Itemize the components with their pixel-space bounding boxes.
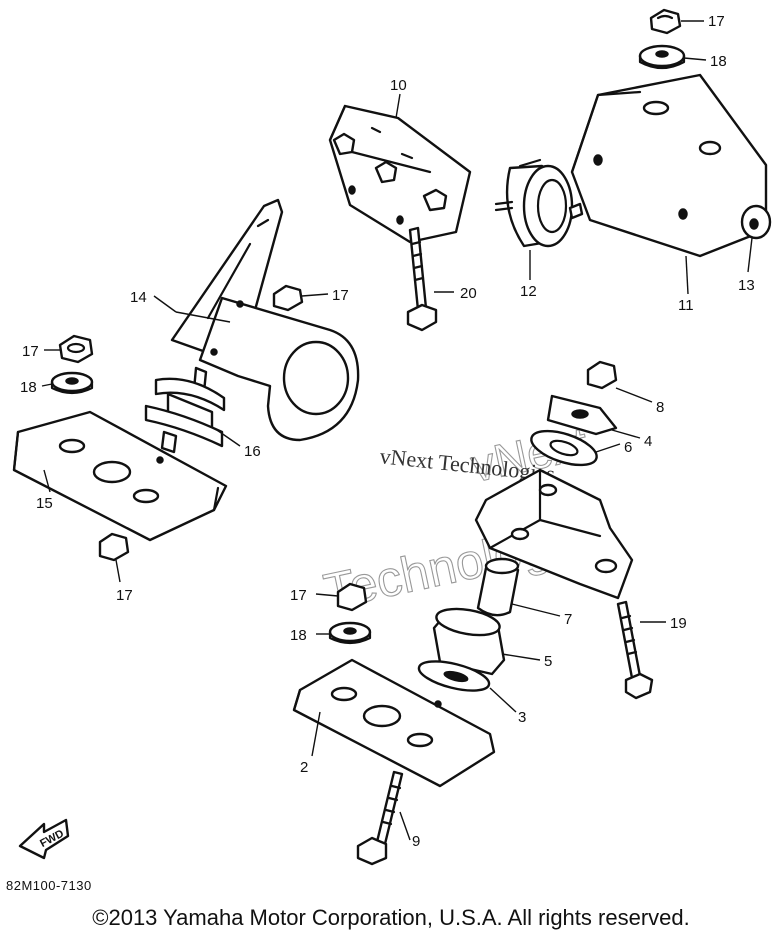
engine-bracket xyxy=(474,468,634,600)
motor-12 xyxy=(494,158,584,248)
bolt-9 xyxy=(356,770,404,866)
callouts: 17 18 10 12 11 13 20 14 17 17 18 16 15 1… xyxy=(20,13,755,850)
callout-14: 14 xyxy=(130,289,147,306)
callout-18-a: 18 xyxy=(710,53,727,70)
bracket-10 xyxy=(328,104,472,244)
callout-10: 10 xyxy=(390,77,407,94)
callout-20: 20 xyxy=(460,285,477,302)
bolt-19 xyxy=(616,600,654,700)
washer-4 xyxy=(546,394,618,436)
nut-17-middle xyxy=(336,582,368,612)
nut-17-lower-left xyxy=(98,532,130,562)
copyright-notice: ©2013 Yamaha Motor Corporation, U.S.A. A… xyxy=(92,905,690,930)
nut-8 xyxy=(586,360,618,390)
fwd-arrow-icon: FWD xyxy=(18,818,70,860)
callout-18-b: 18 xyxy=(20,379,37,396)
bolt-20 xyxy=(406,226,438,332)
exploded-parts-diagram: vNext Technologies vNext Technologies xyxy=(12,8,772,866)
diagram-code: 82M100-7130 xyxy=(6,878,92,893)
washer-18-middle xyxy=(328,621,372,645)
callout-8: 8 xyxy=(656,399,664,416)
callout-11: 11 xyxy=(678,297,694,314)
callout-3: 3 xyxy=(518,709,526,726)
callout-15: 15 xyxy=(36,495,53,512)
callout-18-c: 18 xyxy=(290,627,307,644)
callout-7: 7 xyxy=(564,611,572,628)
nut-17-left xyxy=(58,334,94,364)
callout-17-c: 17 xyxy=(22,343,39,360)
callout-17-a: 17 xyxy=(708,13,725,30)
grommet-13 xyxy=(740,204,772,240)
plate-15 xyxy=(12,410,228,542)
washer-3 xyxy=(417,660,491,692)
rubber-5 xyxy=(432,607,506,676)
washer-18-left xyxy=(50,371,94,395)
plate-2 xyxy=(292,658,496,788)
callout-17-b: 17 xyxy=(332,287,349,304)
callout-6: 6 xyxy=(624,439,632,456)
callout-4: 4 xyxy=(644,433,652,450)
leader-lines xyxy=(41,20,753,841)
stay-14 xyxy=(170,198,360,442)
callout-13: 13 xyxy=(738,277,755,294)
callout-2: 2 xyxy=(300,759,308,776)
callout-17-d: 17 xyxy=(116,587,133,604)
cover-11 xyxy=(570,73,768,258)
callout-17-e: 17 xyxy=(290,587,307,604)
damper-16 xyxy=(144,366,226,454)
nut-17-stay xyxy=(272,284,304,312)
callout-5: 5 xyxy=(544,653,552,670)
callout-9: 9 xyxy=(412,833,420,850)
collar-7 xyxy=(476,557,520,617)
nut-17-top-right xyxy=(649,8,682,35)
callout-12: 12 xyxy=(520,283,537,300)
washer-18-top-right xyxy=(638,44,686,70)
callout-19: 19 xyxy=(670,615,687,632)
callout-16: 16 xyxy=(244,443,261,460)
washer-6 xyxy=(530,429,598,467)
